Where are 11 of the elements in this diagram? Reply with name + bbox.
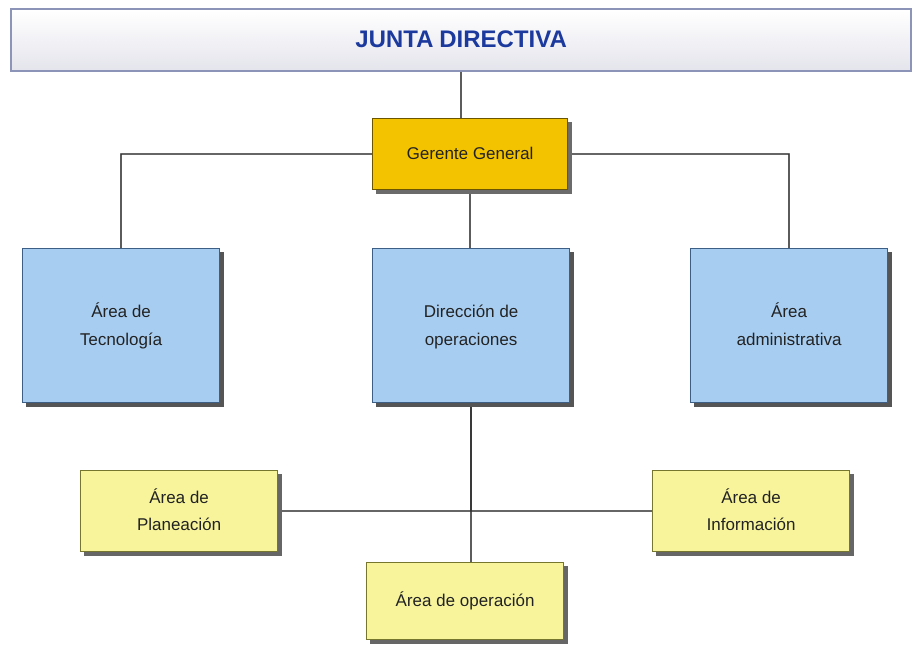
node-label: Área de Tecnología [78,301,164,350]
node-label: Área administrativa [736,301,842,350]
node-label: JUNTA DIRECTIVA [355,25,567,55]
node-label: Dirección de operaciones [422,301,520,350]
node-label: Área de operación [396,590,534,612]
node-label: Gerente General [406,143,534,166]
node-label: Área de Información [706,486,796,536]
node-label: Área de Planeación [136,486,222,536]
connector-line [460,72,462,118]
connector-line [120,153,372,248]
title-bar [10,8,912,72]
